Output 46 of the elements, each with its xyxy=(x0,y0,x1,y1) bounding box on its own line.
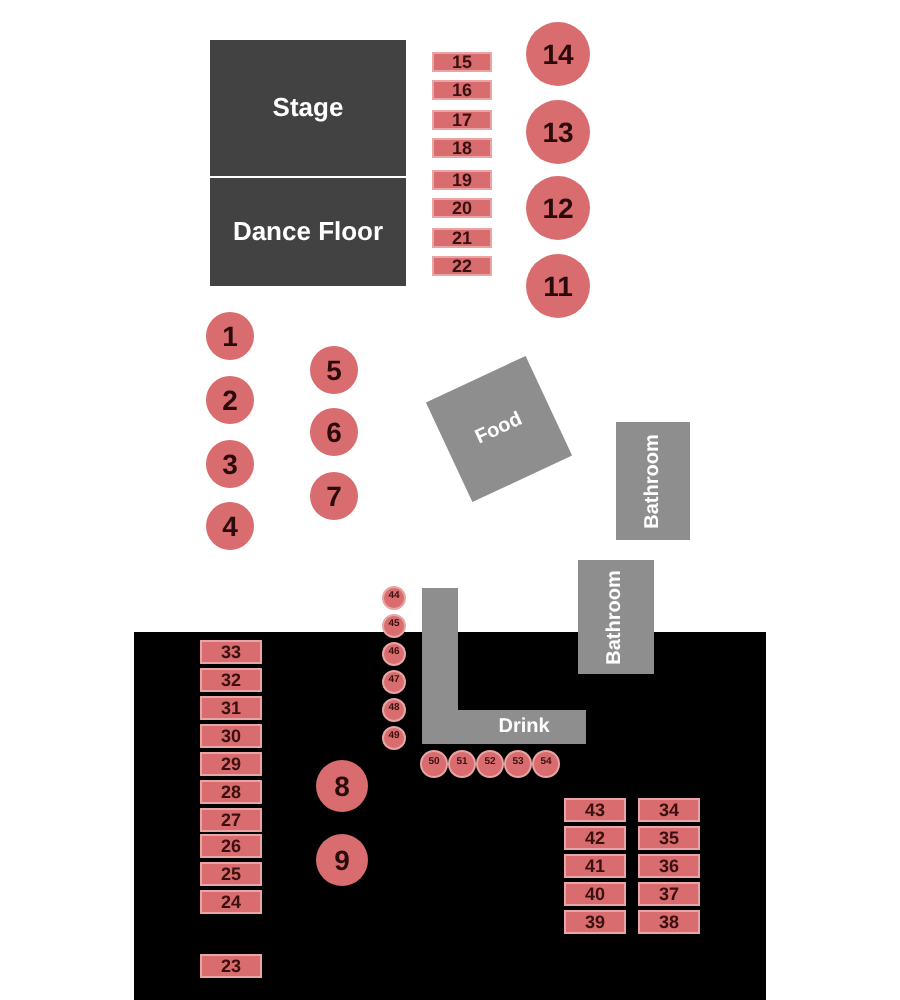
round-table: 3 xyxy=(206,440,254,488)
seat-row: 37 xyxy=(638,882,700,906)
seat-row: 26 xyxy=(200,834,262,858)
seat-row: 42 xyxy=(564,826,626,850)
seat-row: 16 xyxy=(432,80,492,100)
round-table: 4 xyxy=(206,502,254,550)
bathroom: Bathroom xyxy=(616,422,690,540)
seat-row: 35 xyxy=(638,826,700,850)
stage-area: Stage xyxy=(210,40,406,176)
seat-row: 36 xyxy=(638,854,700,878)
seat-row: 18 xyxy=(432,138,492,158)
round-table: 13 xyxy=(526,100,590,164)
seat-row: 41 xyxy=(564,854,626,878)
round-table: 5 xyxy=(310,346,358,394)
round-table: 6 xyxy=(310,408,358,456)
seat-row: 33 xyxy=(200,640,262,664)
seat-row: 39 xyxy=(564,910,626,934)
round-table: 7 xyxy=(310,472,358,520)
bathroom: Bathroom xyxy=(578,560,654,674)
seat-row: 19 xyxy=(432,170,492,190)
seat-row: 40 xyxy=(564,882,626,906)
stage-area: Dance Floor xyxy=(210,178,406,286)
round-table: 11 xyxy=(526,254,590,318)
round-table: 1 xyxy=(206,312,254,360)
food-station: Food xyxy=(425,355,573,503)
seat-row: 25 xyxy=(200,862,262,886)
round-table: 2 xyxy=(206,376,254,424)
seat-row: 22 xyxy=(432,256,492,276)
drink-bar: Drink xyxy=(422,588,586,744)
seat-row: 21 xyxy=(432,228,492,248)
round-table: 14 xyxy=(526,22,590,86)
seat-row: 27 xyxy=(200,808,262,832)
seat-row: 30 xyxy=(200,724,262,748)
seat-row: 34 xyxy=(638,798,700,822)
seat-row: 32 xyxy=(200,668,262,692)
seat-row: 15 xyxy=(432,52,492,72)
seat-row: 43 xyxy=(564,798,626,822)
seat-row: 23 xyxy=(200,954,262,978)
seat-row: 31 xyxy=(200,696,262,720)
seat-row: 38 xyxy=(638,910,700,934)
seat-row: 28 xyxy=(200,780,262,804)
seat-row: 24 xyxy=(200,890,262,914)
round-table: 12 xyxy=(526,176,590,240)
seat-row: 20 xyxy=(432,198,492,218)
seat-row: 29 xyxy=(200,752,262,776)
seat-row: 17 xyxy=(432,110,492,130)
